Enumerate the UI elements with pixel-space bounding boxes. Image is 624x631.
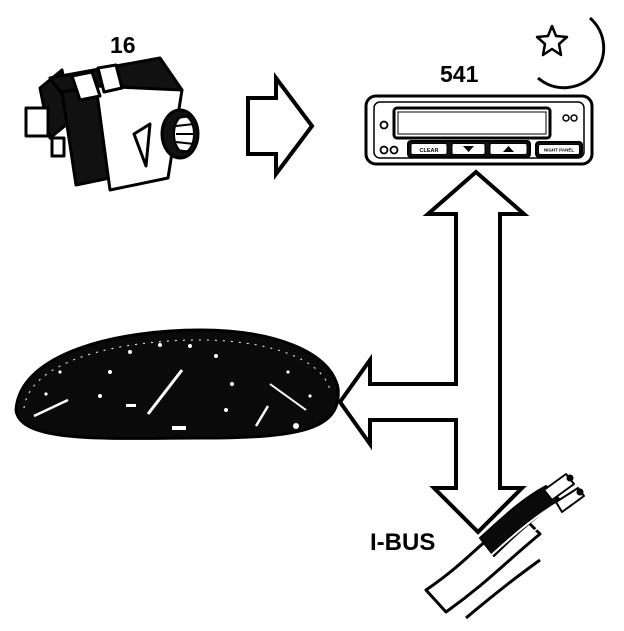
arrow-right-icon bbox=[246, 72, 315, 180]
module-number-label: 541 bbox=[440, 61, 479, 87]
down-triangle-icon bbox=[463, 146, 474, 152]
night-moon-star-icon bbox=[535, 16, 606, 90]
double-arrow-vertical-icon bbox=[337, 169, 530, 535]
control-module-component bbox=[364, 94, 594, 166]
instrument-cluster-component bbox=[14, 328, 340, 440]
ibus-cable-component bbox=[424, 473, 585, 620]
switch-number-label: 16 bbox=[110, 32, 136, 58]
light-switch-component bbox=[24, 56, 200, 192]
clear-button: CLEAR bbox=[420, 148, 439, 154]
up-triangle-icon bbox=[503, 146, 514, 152]
ibus-label: I-BUS bbox=[370, 529, 436, 556]
night-panel-button: NIGHT PANEL bbox=[544, 148, 574, 153]
